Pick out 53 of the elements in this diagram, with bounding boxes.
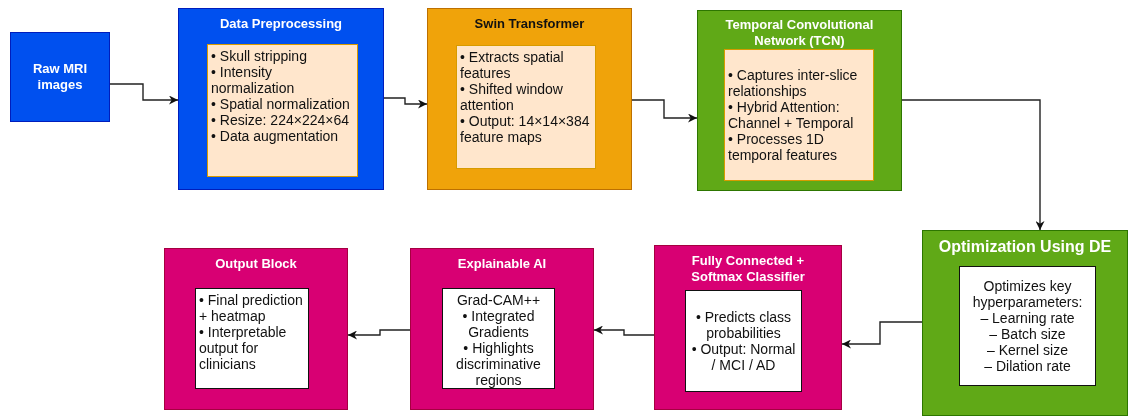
stage-title: Swin Transformer <box>473 16 586 32</box>
detail-box <box>207 44 358 177</box>
stage-title: Data Preprocessing <box>218 16 344 32</box>
bullet-text: • Output: 14×14×384 feature maps <box>460 113 591 145</box>
bullet-text: • Final prediction + heatmap <box>199 292 304 324</box>
bullet-text: – Learning rate <box>979 310 1076 326</box>
stage-title: Temporal Convolutional Network (TCN) <box>724 17 875 49</box>
bullet-text: • Processes 1D temporal features <box>728 131 838 163</box>
bullet-text: • Integrated Gradients <box>461 308 536 340</box>
bullet-text: – Batch size <box>988 326 1067 342</box>
bullet-text: Optimizes key hyperparameters: <box>971 278 1084 310</box>
bullet-text: • Extracts spatial features <box>460 49 565 81</box>
bullet-text: • Skull stripping <box>211 48 308 64</box>
bullet-text: • Intensity normalization <box>211 64 296 96</box>
detail-box <box>456 45 596 169</box>
stage-box <box>427 8 632 190</box>
stage-box <box>178 8 384 190</box>
process-box <box>10 32 110 122</box>
stage-title: Optimization Using DE <box>937 237 1113 256</box>
detail-box <box>724 49 874 181</box>
stage-title: Fully Connected + Softmax Classifier <box>690 253 806 285</box>
detail-box <box>195 288 309 389</box>
bullet-text: • Data augmentation <box>211 128 340 144</box>
bullet-text: Grad-CAM++ <box>455 292 542 308</box>
stage-box <box>697 10 902 191</box>
arrow <box>383 97 428 109</box>
bullet-text: • Predicts class probabilities <box>694 309 793 341</box>
bullet-text: • Captures inter-slice relationships <box>728 67 859 99</box>
bullet-text: • Shifted window attention <box>460 81 564 113</box>
bullet-text: • Resize: 224×224×64 <box>211 112 350 128</box>
bullet-text: • Hybrid Attention: Channel + Temporal <box>728 99 855 131</box>
detail-box <box>685 290 802 392</box>
detail-box <box>442 288 555 389</box>
arrow <box>901 99 1045 231</box>
arrow <box>347 329 411 340</box>
stage-box <box>164 248 348 410</box>
arrow <box>109 83 179 105</box>
bullet-text: • Highlights discriminative regions <box>455 340 542 388</box>
stage-box <box>922 230 1128 416</box>
stage-title: Explainable AI <box>456 256 548 272</box>
stage-box <box>654 245 842 410</box>
detail-box <box>959 266 1096 386</box>
bullet-text: • Interpretable output for clinicians <box>199 324 288 372</box>
arrow <box>593 325 655 336</box>
arrow <box>841 321 923 349</box>
bullet-text: • Spatial normalization <box>211 96 351 112</box>
bullet-text: – Dilation rate <box>983 358 1072 374</box>
stage-box <box>410 248 594 410</box>
stage-title: Output Block <box>214 256 298 272</box>
bullet-text: • Output: Normal / MCI / AD <box>690 341 797 373</box>
arrow <box>631 99 698 123</box>
box-label: Raw MRI images <box>31 61 89 93</box>
bullet-text: – Kernel size <box>986 342 1069 358</box>
